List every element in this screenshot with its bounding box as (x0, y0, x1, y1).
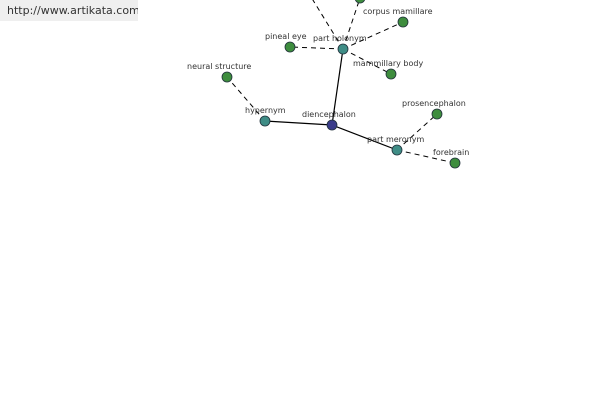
node-pineal-eye[interactable]: pineal eye (265, 32, 307, 53)
node-label-prosencephalon[interactable]: prosencephalon (402, 99, 466, 108)
node-prosencephalon[interactable]: prosencephalon (402, 99, 466, 120)
node-mammillary-body[interactable]: mammillary body (353, 59, 423, 80)
site-url-banner[interactable]: http://www.artikata.com (0, 0, 138, 21)
node-circle-pineal-eye[interactable] (284, 41, 296, 53)
node-offscreen-1[interactable] (354, 0, 366, 4)
node-circle-part-meronym[interactable] (391, 144, 403, 156)
node-label-neural-structure[interactable]: neural structure (187, 62, 251, 71)
edge-diencephalon-part-meronym (331, 124, 398, 151)
node-label-forebrain[interactable]: forebrain (433, 148, 469, 157)
edge-part-holonym-offscreen-2 (312, 0, 344, 50)
node-label-part-meronym[interactable]: part meronym (367, 135, 424, 144)
edge-part-holonym-corpus-mamillare (342, 21, 404, 50)
node-label-pineal-eye[interactable]: pineal eye (265, 32, 307, 41)
node-label-corpus-mamillare[interactable]: corpus mamillare (363, 7, 433, 16)
edges-layer (226, 0, 456, 164)
node-part-holonym[interactable]: part holonym (313, 34, 367, 55)
edge-part-meronym-forebrain (396, 149, 456, 164)
node-forebrain[interactable]: forebrain (433, 148, 469, 169)
node-diencephalon[interactable]: diencephalon (302, 110, 356, 131)
node-label-mammillary-body[interactable]: mammillary body (353, 59, 423, 68)
node-circle-corpus-mamillare[interactable] (397, 16, 409, 28)
node-neural-structure[interactable]: neural structure (187, 62, 251, 83)
node-circle-offscreen-1[interactable] (354, 0, 366, 4)
node-label-part-holonym[interactable]: part holonym (313, 34, 367, 43)
node-circle-mammillary-body[interactable] (385, 68, 397, 80)
edge-part-holonym-pineal-eye (289, 46, 344, 50)
nodes-layer: diencephalon hypernym part holonym part mer… (187, 0, 469, 169)
node-hypernym[interactable]: hypernym (245, 106, 286, 127)
node-circle-part-holonym[interactable] (337, 43, 349, 55)
site-url-text[interactable]: http://www.artikata.com (7, 4, 138, 17)
node-corpus-mamillare[interactable]: corpus mamillare (363, 7, 433, 28)
node-circle-hypernym[interactable] (259, 115, 271, 127)
node-label-hypernym[interactable]: hypernym (245, 106, 286, 115)
edge-part-holonym-mammillary-body (342, 48, 392, 75)
node-circle-forebrain[interactable] (449, 157, 461, 169)
node-circle-diencephalon[interactable] (326, 119, 338, 131)
edge-diencephalon-hypernym (264, 120, 333, 126)
edge-hypernym-neural-structure (226, 76, 266, 122)
edge-part-meronym-prosencephalon (396, 113, 438, 151)
node-label-diencephalon[interactable]: diencephalon (302, 110, 356, 119)
node-circle-prosencephalon[interactable] (431, 108, 443, 120)
node-circle-neural-structure[interactable] (221, 71, 233, 83)
edge-diencephalon-part-holonym (331, 48, 344, 126)
node-part-meronym[interactable]: part meronym (367, 135, 424, 156)
